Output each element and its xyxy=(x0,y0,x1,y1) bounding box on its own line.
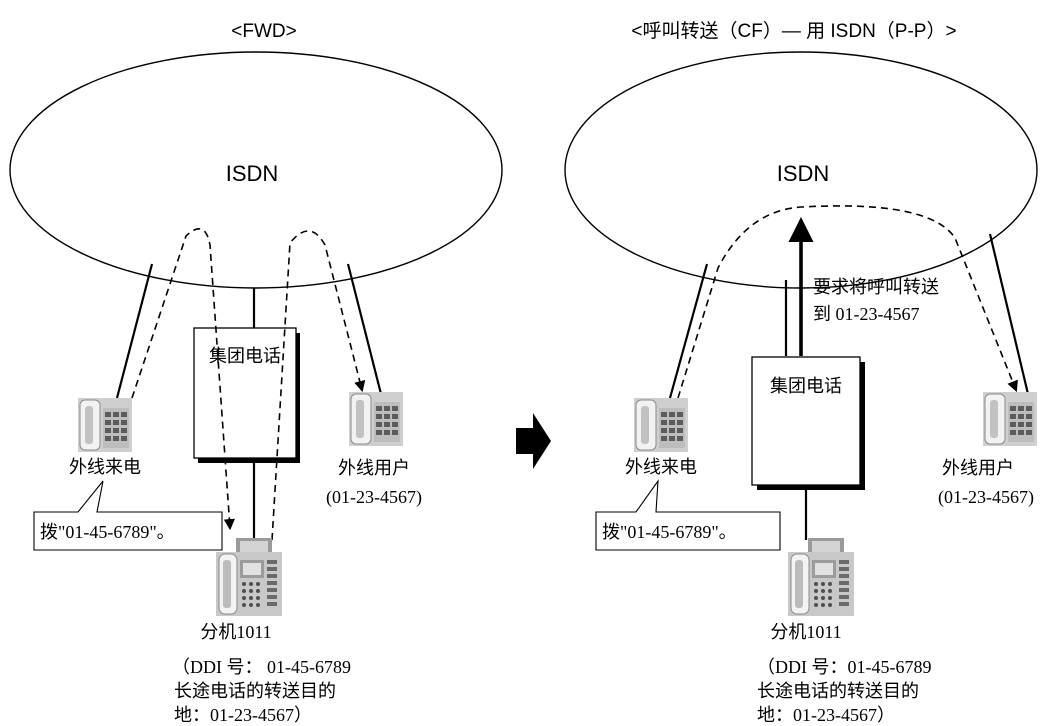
left-pbx-box xyxy=(193,327,297,459)
left-isdn-network xyxy=(9,51,503,289)
left-remote-phone-icon xyxy=(348,391,404,447)
right-extension-note-3: 地：01-23-4567） xyxy=(757,705,895,725)
left-caller-label: 外线来电 xyxy=(69,457,141,477)
right-caller-label: 外线来电 xyxy=(625,457,697,477)
right-pbx-label: 集团电话 xyxy=(770,376,842,396)
right-remote-number: (01-23-4567) xyxy=(938,487,1034,508)
right-trunk-remote xyxy=(988,233,1030,395)
right-arrow-icon xyxy=(516,413,551,469)
right-remote-phone-icon xyxy=(982,391,1038,447)
left-call-path-incoming xyxy=(131,228,235,531)
right-trunk-caller xyxy=(668,263,709,399)
right-extension-label: 分机1011 xyxy=(770,622,841,642)
right-dial-text: 拨"01-45-6789"。 xyxy=(602,522,737,542)
left-remote-number: (01-23-4567) xyxy=(326,487,422,508)
right-request-line-1: 要求将呼叫转送 xyxy=(813,277,939,297)
right-extension-note-2: 长途电话的转送目的 xyxy=(757,681,919,701)
left-title: <FWD> xyxy=(231,21,296,42)
left-dial-text: 拨"01-45-6789"。 xyxy=(40,522,175,542)
left-extension-label: 分机1011 xyxy=(200,622,271,642)
left-panel: <FWD> ISDN 集团电话 外线来电 拨"01-45-6789"。 外线用户… xyxy=(9,21,503,725)
right-remote-label: 外线用户 xyxy=(942,458,1014,478)
left-isdn-label: ISDN xyxy=(226,161,279,186)
left-extension-note-3: 地：01-23-4567） xyxy=(174,705,312,725)
left-call-path-forward xyxy=(271,230,366,541)
right-title: <呼叫转送（CF）— 用 ISDN（P-P）> xyxy=(631,20,956,42)
right-isdn-label: ISDN xyxy=(777,161,830,186)
right-request-line-2: 到 01-23-4567 xyxy=(813,304,920,324)
left-pbx-label: 集团电话 xyxy=(209,346,281,366)
left-trunk-remote xyxy=(346,263,383,395)
right-extension-note-1: （DDI 号：01-45-6789 xyxy=(757,657,931,677)
right-panel: <呼叫转送（CF）— 用 ISDN（P-P）> ISDN 集团电话 要求将呼叫转… xyxy=(564,20,1038,725)
left-extension-note-2: 长途电话的转送目的 xyxy=(174,681,336,701)
left-dial-bubble xyxy=(33,480,223,551)
right-extension-phone-icon xyxy=(787,537,855,617)
left-trunk-caller xyxy=(115,263,154,399)
left-remote-label: 外线用户 xyxy=(338,458,410,478)
right-pbx-box xyxy=(751,356,861,486)
right-dial-bubble xyxy=(595,479,781,551)
left-extension-phone-icon xyxy=(215,537,283,617)
right-call-path xyxy=(677,205,1018,399)
left-caller-phone-icon xyxy=(77,397,133,453)
right-caller-phone-icon xyxy=(633,397,689,453)
left-extension-note-1: （DDI 号： 01-45-6789 xyxy=(172,657,351,677)
